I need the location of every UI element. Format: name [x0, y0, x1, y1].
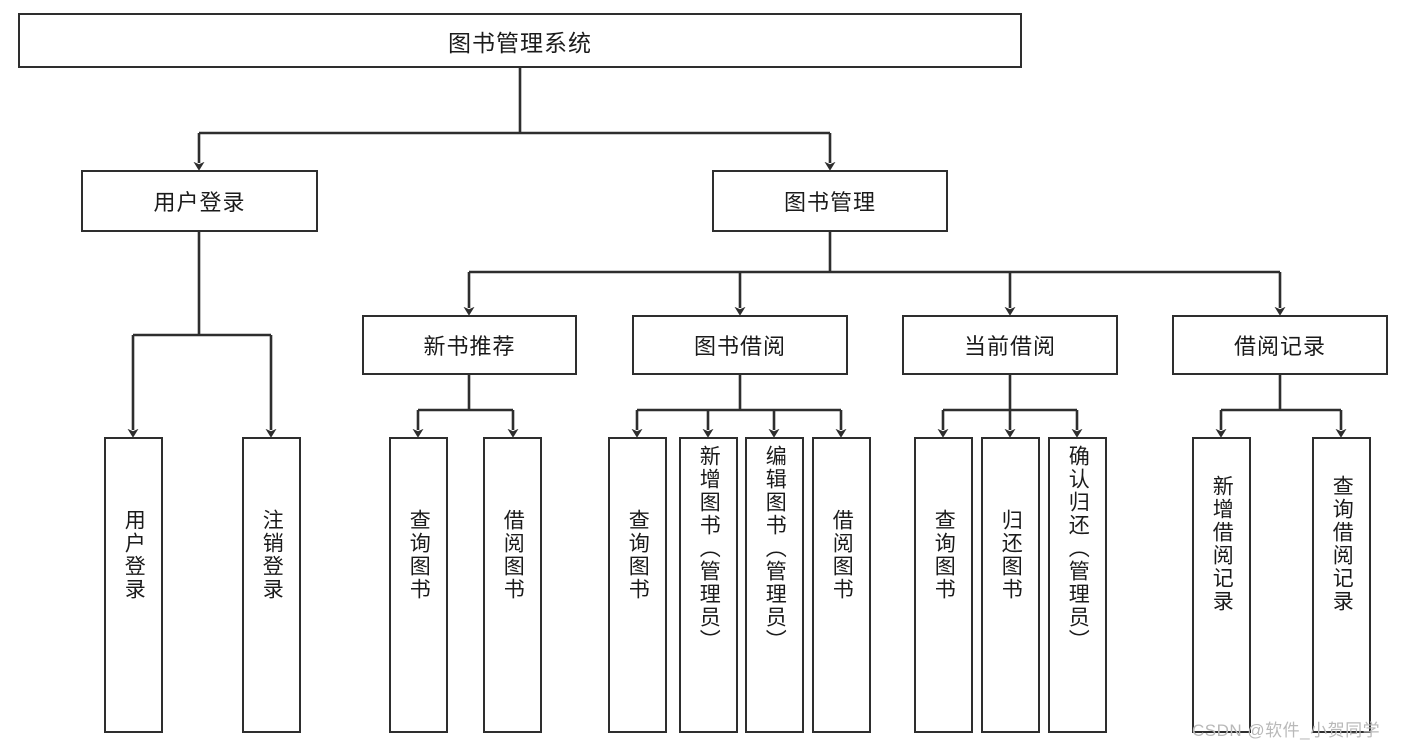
node-leaf-logout-login-label: 注销登录 — [260, 509, 284, 601]
node-leaf-query-book-2[interactable]: 查询图书 — [608, 437, 667, 733]
node-leaf-borrow-book-2[interactable]: 借阅图书 — [812, 437, 871, 733]
node-leaf-borrow-book-2-label: 借阅图书 — [830, 509, 854, 601]
node-leaf-return-book[interactable]: 归还图书 — [981, 437, 1040, 733]
node-leaf-query-book-1[interactable]: 查询图书 — [389, 437, 448, 733]
node-book-management-label: 图书管理 — [783, 190, 876, 215]
node-user-login[interactable]: 用户登录 — [81, 170, 318, 232]
node-leaf-query-book-3[interactable]: 查询图书 — [914, 437, 973, 733]
node-leaf-return-book-label: 归还图书 — [999, 509, 1023, 601]
node-book-management[interactable]: 图书管理 — [712, 170, 948, 232]
node-leaf-confirm-return-label: 确认归还（管理员） — [1066, 445, 1090, 652]
node-leaf-add-book[interactable]: 新增图书（管理员） — [679, 437, 738, 733]
node-leaf-borrow-book-1[interactable]: 借阅图书 — [483, 437, 542, 733]
node-book-borrow[interactable]: 图书借阅 — [632, 315, 848, 375]
node-leaf-user-login-label: 用户登录 — [122, 509, 146, 601]
node-borrow-record[interactable]: 借阅记录 — [1172, 315, 1388, 375]
node-leaf-edit-book-label: 编辑图书（管理员） — [763, 445, 787, 652]
node-root-label: 图书管理系统 — [448, 29, 592, 56]
node-root[interactable]: 图书管理系统 — [18, 13, 1022, 68]
node-current-borrow-label: 当前借阅 — [963, 334, 1056, 359]
node-leaf-add-record[interactable]: 新增借阅记录 — [1192, 437, 1251, 733]
node-new-book-recommend-label: 新书推荐 — [423, 334, 516, 359]
node-leaf-query-record-label: 查询借阅记录 — [1330, 475, 1354, 613]
node-leaf-logout-login[interactable]: 注销登录 — [242, 437, 301, 733]
watermark: CSDN @软件_小贺同学 — [1192, 721, 1381, 740]
node-leaf-add-book-label: 新增图书（管理员） — [697, 445, 721, 652]
node-leaf-add-record-label: 新增借阅记录 — [1210, 475, 1234, 613]
node-leaf-query-book-1-label: 查询图书 — [407, 509, 431, 601]
node-current-borrow[interactable]: 当前借阅 — [902, 315, 1118, 375]
node-leaf-confirm-return[interactable]: 确认归还（管理员） — [1048, 437, 1107, 733]
node-book-borrow-label: 图书借阅 — [693, 334, 786, 359]
node-new-book-recommend[interactable]: 新书推荐 — [362, 315, 577, 375]
node-user-login-label: 用户登录 — [153, 190, 246, 215]
node-leaf-borrow-book-1-label: 借阅图书 — [501, 509, 525, 601]
node-leaf-query-book-3-label: 查询图书 — [932, 509, 956, 601]
node-leaf-query-book-2-label: 查询图书 — [626, 509, 650, 601]
node-leaf-user-login[interactable]: 用户登录 — [104, 437, 163, 733]
node-leaf-edit-book[interactable]: 编辑图书（管理员） — [745, 437, 804, 733]
node-leaf-query-record[interactable]: 查询借阅记录 — [1312, 437, 1371, 733]
node-borrow-record-label: 借阅记录 — [1233, 334, 1326, 359]
